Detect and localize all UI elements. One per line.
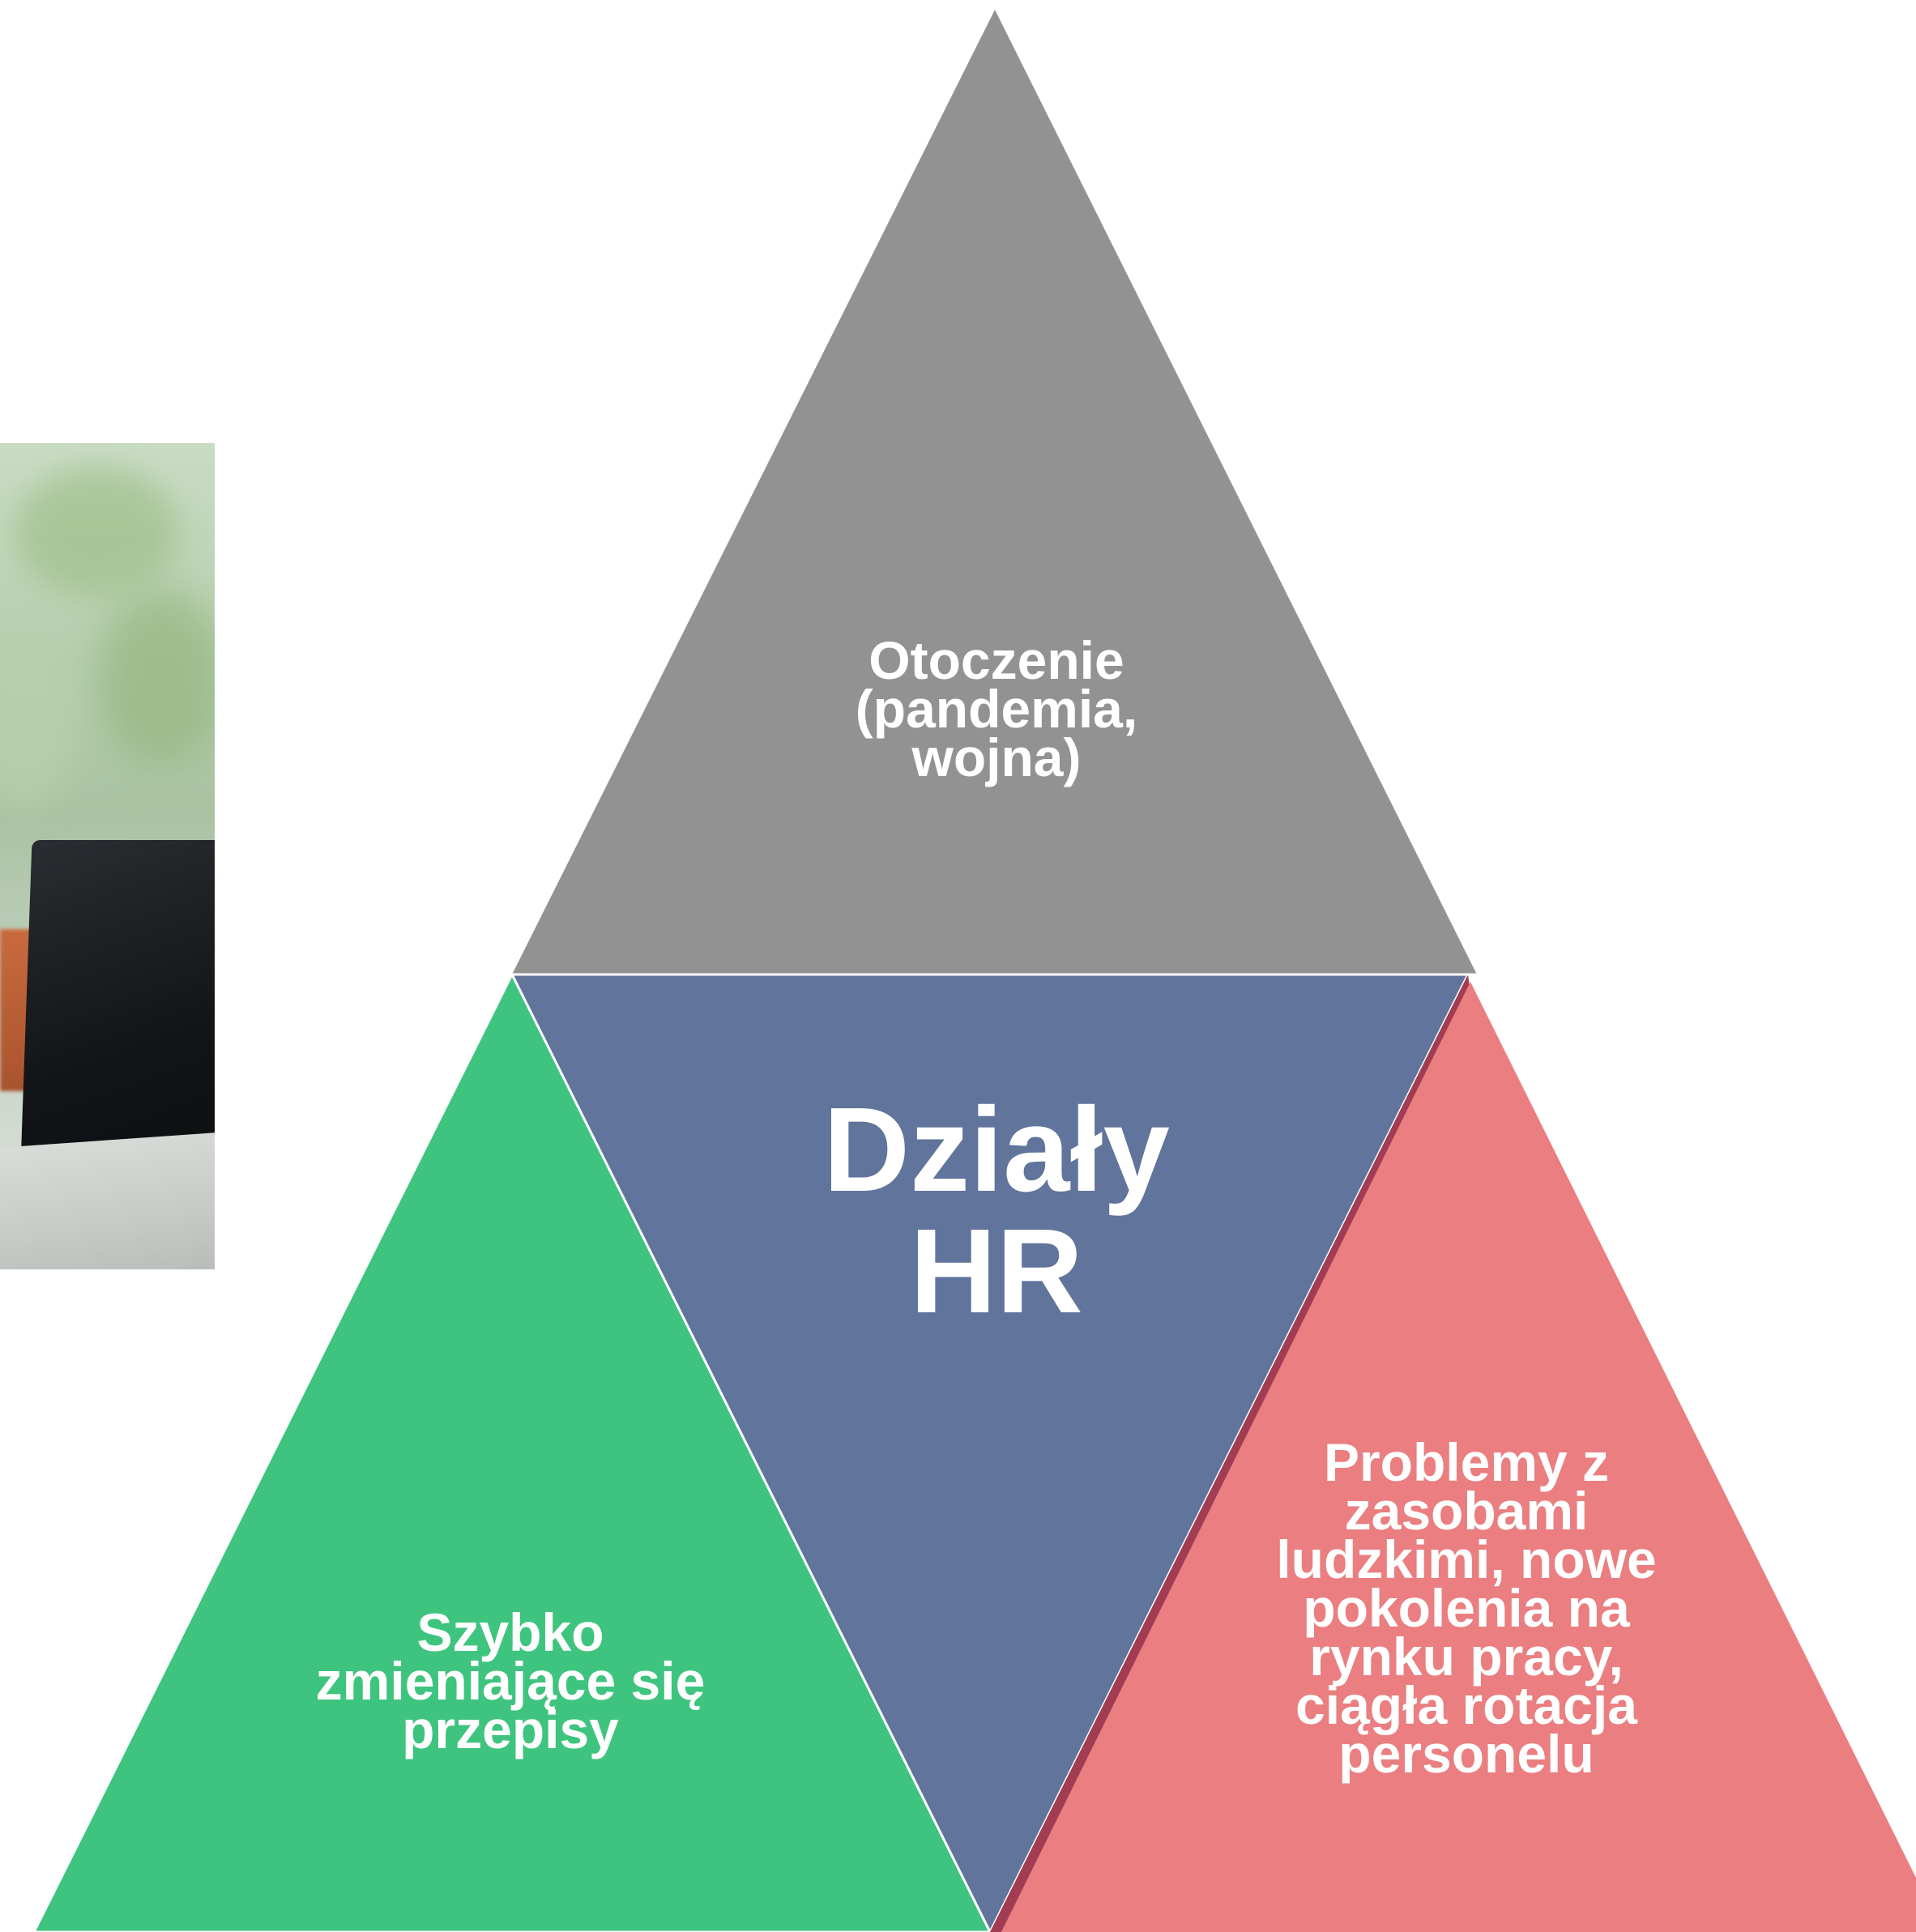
photo-background-foliage [16,467,178,597]
photo-background-foliage [97,589,215,767]
office-laptop-photo [0,443,215,1269]
right-triangle-label: Problemy z zasobami ludzkimi, nowe pokol… [1276,1432,1657,1784]
left-triangle-label: Szybko zmieniające się przepisy [315,1602,706,1759]
right-triangle-edge [990,975,1470,1932]
top-triangle [512,10,1477,975]
top-triangle-label: Otoczenie (pandemia, wojna) [855,630,1138,787]
center-triangle-label: Działy HR [823,1083,1170,1338]
left-triangle [32,971,992,1932]
right-triangle [1001,982,1916,1932]
